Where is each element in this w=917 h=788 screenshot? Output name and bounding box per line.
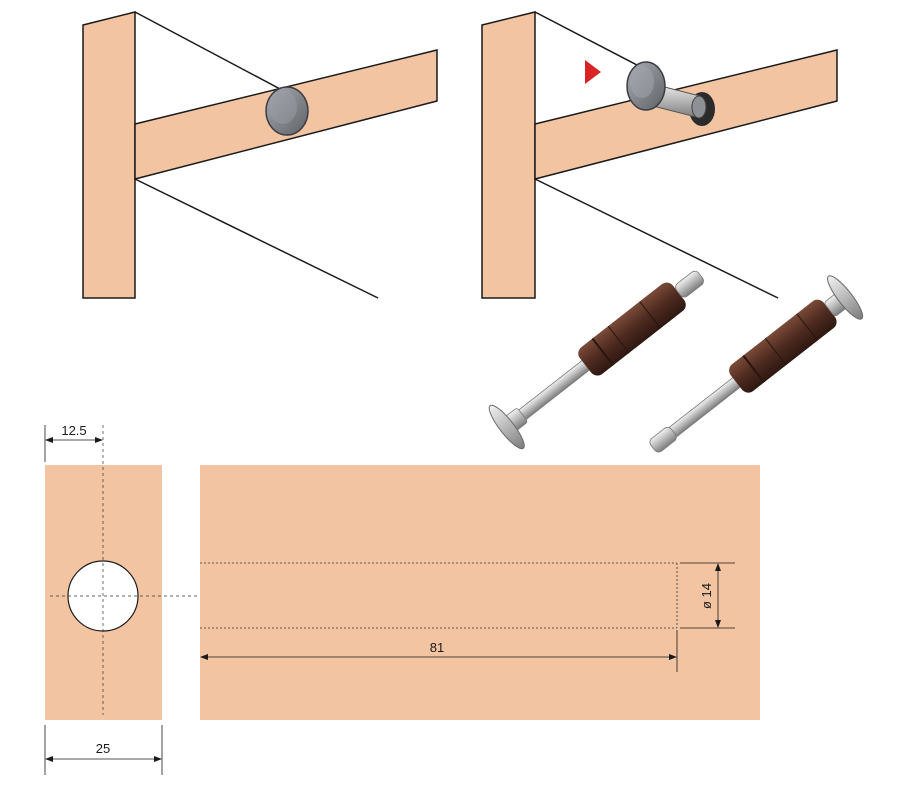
dimension-label-25: 25: [96, 741, 110, 756]
side-panel-edge-bottom: [134, 178, 379, 299]
board-side-face: [200, 465, 760, 720]
vertical-post: [82, 11, 136, 299]
board-side-view: [200, 465, 760, 720]
side-panel-edge-top: [134, 11, 283, 91]
board-end-view: [45, 425, 200, 720]
dimension-label-diameter: ø 14: [699, 583, 714, 609]
fitting-product-right: [649, 275, 864, 453]
joint-exploded-illustration: [481, 11, 838, 299]
dimension-bore-depth: 81: [200, 630, 678, 672]
dimension-hole-offset: 12.5: [44, 423, 103, 462]
side-panel-edge-bottom: [534, 178, 779, 299]
fitting-pulled-out: [626, 61, 715, 126]
dimension-label-12-5: 12.5: [61, 423, 86, 438]
dimension-label-81: 81: [430, 640, 444, 655]
fitting-product-left: [488, 270, 704, 450]
fitting-head-flush: [265, 86, 309, 136]
dimension-board-thickness: 25: [44, 725, 163, 775]
vertical-post: [481, 11, 536, 299]
dimension-bore-diameter: ø 14: [680, 562, 735, 629]
joint-assembled-illustration: [82, 11, 438, 299]
arrow-icon: [585, 60, 601, 84]
